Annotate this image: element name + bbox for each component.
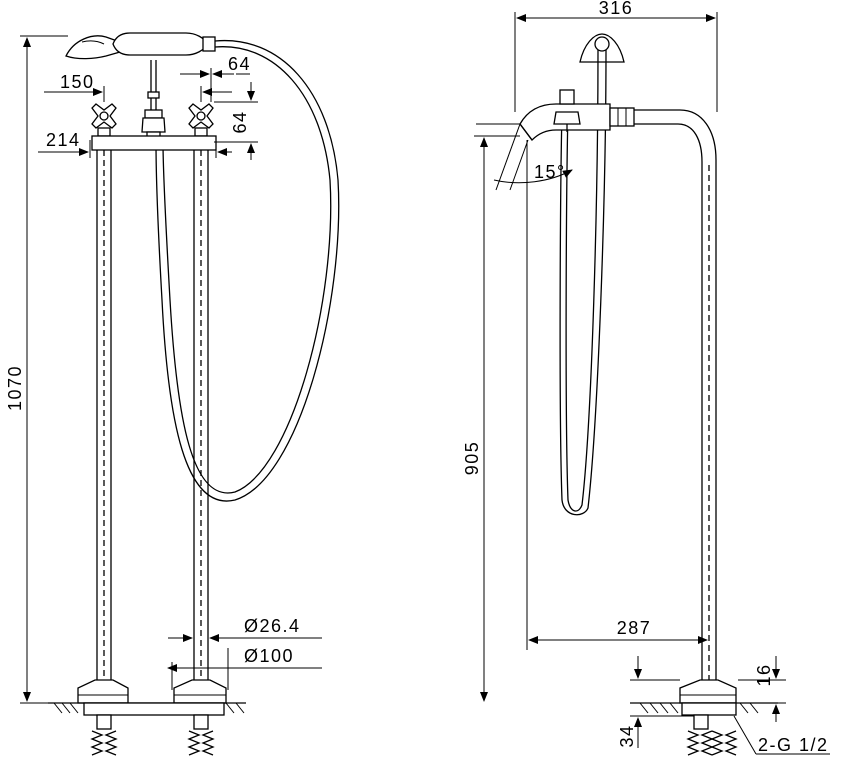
dim-connection-label: 2-G 1/2 xyxy=(758,735,829,755)
shower-holder xyxy=(141,60,166,149)
dim-total-height: 1070 xyxy=(5,35,68,704)
connector-right xyxy=(187,714,215,756)
dim-handle-spacing: 150 xyxy=(44,72,232,102)
dim-below-floor-label: 34 xyxy=(617,724,637,747)
dim-overall-depth-label: 316 xyxy=(599,0,634,18)
dim-spout-height: 905 xyxy=(462,135,520,702)
mixer-body xyxy=(91,135,217,151)
dim-spout-angle: 15° xyxy=(476,123,573,191)
dim-handle-height: 64 xyxy=(214,82,258,160)
dim-base-diameter: Ø100 xyxy=(167,646,322,690)
riser-pipe-right xyxy=(193,150,209,680)
handle-cold xyxy=(91,103,117,137)
floor-front xyxy=(48,702,246,716)
dim-overall-depth: 316 xyxy=(514,0,718,112)
dim-spout-reach: 287 xyxy=(526,140,708,650)
dim-total-height-label: 1070 xyxy=(5,365,25,411)
dim-handle-offset-label: 64 xyxy=(228,54,251,74)
riser-pipe-left xyxy=(96,150,112,680)
dim-handle-height-label: 64 xyxy=(230,110,250,133)
shower-hose xyxy=(155,39,340,502)
handle-hot xyxy=(188,103,214,137)
side-view: 316 xyxy=(462,0,830,756)
connector-side xyxy=(686,714,738,756)
riser-pipe-side xyxy=(634,109,717,680)
hand-shower xyxy=(65,32,216,60)
dim-below-floor: 34 xyxy=(617,656,694,748)
base-flange-right xyxy=(173,679,227,704)
dim-connection: 2-G 1/2 xyxy=(733,715,830,755)
dim-base-height-label: 16 xyxy=(754,663,774,686)
base-flange-side xyxy=(679,679,737,704)
dim-spout-reach-label: 287 xyxy=(617,618,652,638)
dim-base-diameter-label: Ø100 xyxy=(244,646,294,666)
dim-pipe-spacing-label: 214 xyxy=(46,130,81,150)
handle-side xyxy=(553,89,581,132)
dim-handle-offset: 64 xyxy=(180,54,251,102)
dim-spout-angle-label: 15° xyxy=(534,162,566,182)
shower-bracket xyxy=(579,33,625,63)
connector-left xyxy=(90,714,118,756)
dim-pipe-diameter: Ø26.4 xyxy=(168,616,322,642)
inlet-nut xyxy=(609,107,635,127)
dim-pipe-spacing: 214 xyxy=(38,130,232,158)
floor-side xyxy=(630,702,778,716)
shower-hose-side xyxy=(559,49,607,516)
dim-handle-spacing-label: 150 xyxy=(60,72,95,92)
dim-spout-height-label: 905 xyxy=(462,441,482,476)
front-view: 1070 xyxy=(5,32,340,756)
base-flange-left xyxy=(77,679,129,704)
dim-base-height: 16 xyxy=(738,656,786,722)
dim-pipe-diameter-label: Ø26.4 xyxy=(244,616,301,636)
